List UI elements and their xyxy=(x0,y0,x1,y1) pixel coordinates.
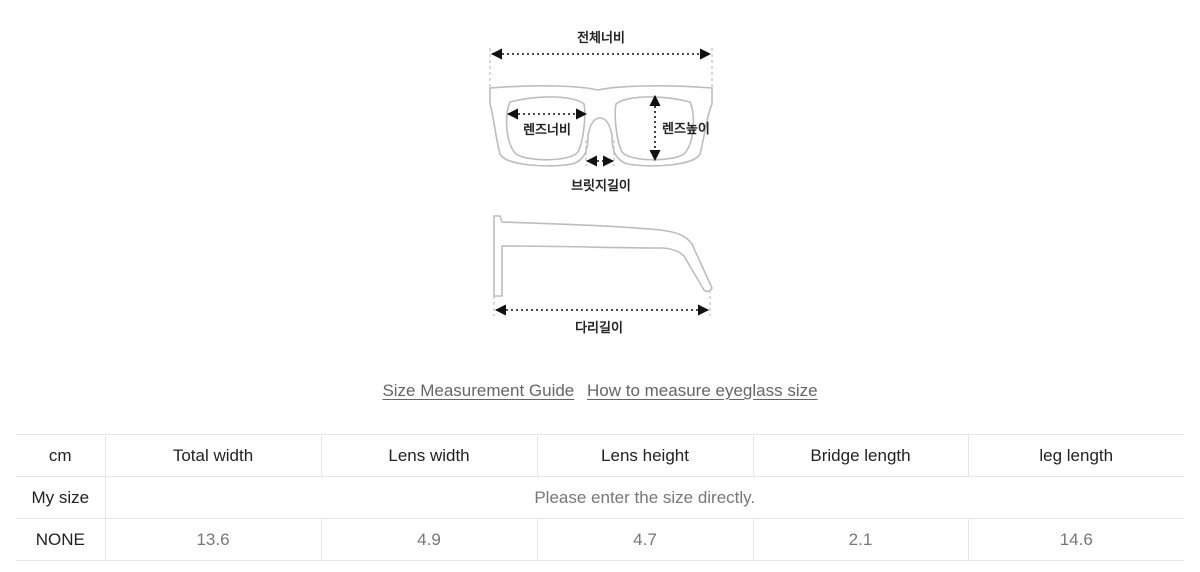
header-unit: cm xyxy=(16,434,105,477)
header-bridge-length: Bridge length xyxy=(752,434,968,477)
bridge-length-label: 브릿지길이 xyxy=(571,178,631,194)
total-width-value: 13.6 xyxy=(104,518,321,561)
header-total-width: Total width xyxy=(104,434,321,477)
leg-length-guides xyxy=(493,290,711,316)
guide-links: Size Measurement Guide How to measure ey… xyxy=(0,381,1200,401)
lens-width-label: 렌즈너비 xyxy=(523,122,571,138)
row-label: NONE xyxy=(16,518,105,561)
header-leg-length: leg length xyxy=(967,434,1184,477)
leg-length-value: 14.6 xyxy=(967,518,1184,561)
total-width-guides xyxy=(489,48,713,88)
glasses-side-view xyxy=(493,215,713,297)
lens-width-value: 4.9 xyxy=(320,518,537,561)
size-table: cm Total width Lens width Lens height Br… xyxy=(16,434,1184,561)
table-header-row: cm Total width Lens width Lens height Br… xyxy=(16,434,1184,477)
table-row: NONE 13.6 4.9 4.7 2.1 14.6 xyxy=(16,518,1184,561)
leg-length-label: 다리길이 xyxy=(575,320,623,336)
bridge-guides xyxy=(585,140,615,166)
lens-height-label: 렌즈높이 xyxy=(662,121,710,137)
my-size-note: Please enter the size directly. xyxy=(104,476,1184,519)
eyeglass-measurement-diagram: 전체너비 렌즈너비 렌즈높이 브릿지길이 다리길이 xyxy=(489,30,713,336)
how-to-measure-link[interactable]: How to measure eyeglass size xyxy=(587,381,818,400)
my-size-row: My size Please enter the size directly. xyxy=(16,476,1184,519)
total-width-label: 전체너비 xyxy=(577,30,625,46)
size-measurement-guide-link[interactable]: Size Measurement Guide xyxy=(382,381,575,400)
header-lens-width: Lens width xyxy=(320,434,537,477)
lens-height-value: 4.7 xyxy=(536,518,753,561)
header-lens-height: Lens height xyxy=(536,434,753,477)
bridge-length-value: 2.1 xyxy=(752,518,968,561)
my-size-label: My size xyxy=(16,476,105,519)
